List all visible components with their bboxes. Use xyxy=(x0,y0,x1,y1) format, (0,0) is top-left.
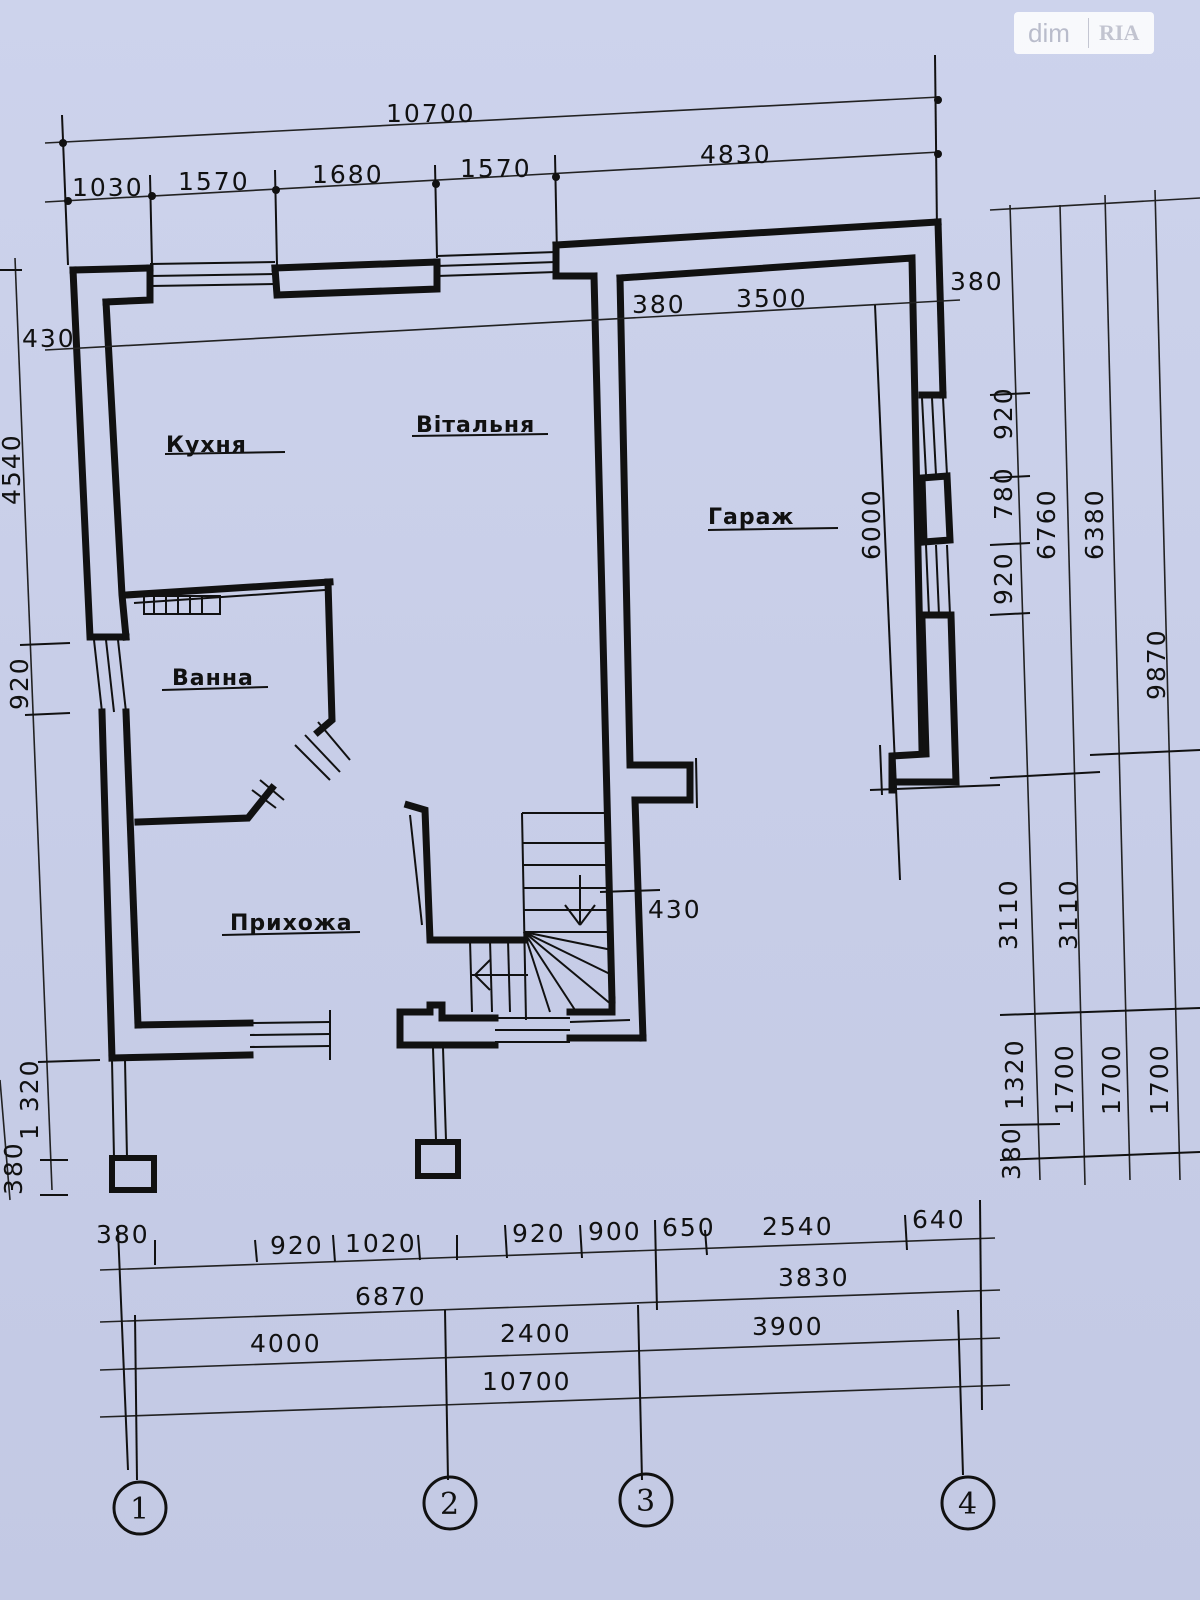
dim-garage-inner-width: 3500 xyxy=(736,284,808,313)
right-dimension-lines xyxy=(989,189,1200,1186)
dim-bottom-r3-c: 3900 xyxy=(752,1312,824,1341)
dim-top-seg5: 4830 xyxy=(700,140,772,169)
dim-right-col1-a: 3110 xyxy=(994,878,1023,950)
axis-label-4: 4 xyxy=(958,1487,977,1522)
dim-top-seg4: 1570 xyxy=(460,154,532,183)
dim-bottom-r2-b: 3830 xyxy=(778,1263,850,1292)
dim-right-col1-c: 1320 xyxy=(1000,1038,1029,1110)
watermark-separator xyxy=(1088,18,1089,48)
watermark-ria-text: RIA xyxy=(1099,20,1140,45)
dim-garage-depth: 6000 xyxy=(857,488,886,560)
dim-garage-wall-left: 380 xyxy=(632,290,686,319)
dim-bottom-r1-c: 1020 xyxy=(345,1229,417,1258)
left-dimension-lines xyxy=(0,257,101,1201)
dim-bottom-r1-e: 900 xyxy=(588,1217,642,1246)
dim-right-col3-c: 1700 xyxy=(1097,1043,1126,1115)
dim-right-total: 9870 xyxy=(1142,628,1171,700)
bottom-dimension-lines xyxy=(99,1199,1011,1481)
dim-bottom-r3-b: 2400 xyxy=(500,1319,572,1348)
dim-right-col4-c: 1700 xyxy=(1145,1043,1174,1115)
axis-label-2: 2 xyxy=(440,1487,459,1522)
dim-right-bottom: 380 xyxy=(997,1126,1026,1180)
dim-right-win-c: 920 xyxy=(989,551,1018,605)
dim-top-total: 10700 xyxy=(386,99,476,128)
dim-bottom-r1-b: 920 xyxy=(270,1231,324,1260)
dim-left-wall-bottom: 380 xyxy=(0,1141,28,1195)
dim-bottom-r1-a: 380 xyxy=(96,1220,150,1249)
bathroom-walls xyxy=(122,578,351,826)
dim-left-total: 4540 xyxy=(0,433,26,505)
dim-bottom-r1-f: 650 xyxy=(662,1213,716,1242)
dim-bottom-r1-h: 640 xyxy=(912,1205,966,1234)
dim-garage-wall-right: 380 xyxy=(950,267,1004,296)
dim-top-seg1: 1030 xyxy=(72,173,144,202)
dim-bottom-r1-g: 2540 xyxy=(762,1212,834,1241)
dim-right-sum-b: 6380 xyxy=(1080,488,1109,560)
axis-label-1: 1 xyxy=(130,1492,149,1527)
top-dimension-lines xyxy=(44,54,942,266)
dim-bottom-r2-a: 6870 xyxy=(355,1282,427,1311)
staircase xyxy=(109,800,661,1193)
house-walls xyxy=(44,218,1001,1062)
dim-top-seg3: 1680 xyxy=(312,160,384,189)
axis-label-3: 3 xyxy=(636,1484,655,1519)
dim-bottom-r3-a: 4000 xyxy=(250,1329,322,1358)
dim-left-seg: 1 320 xyxy=(15,1058,44,1140)
dim-right-col2-c: 1700 xyxy=(1050,1043,1079,1115)
room-label-garage: Гараж xyxy=(708,505,794,530)
dim-right-col1-b: 3110 xyxy=(1054,878,1083,950)
axis-bubbles xyxy=(112,1472,996,1536)
dim-right-sum-a: 6760 xyxy=(1032,488,1061,560)
dim-bottom-r1-d: 920 xyxy=(512,1219,566,1248)
dim-top-seg2: 1570 xyxy=(178,167,250,196)
watermark-dim-text: dim xyxy=(1028,17,1070,48)
dim-left-wall-top: 430 xyxy=(22,324,76,353)
dim-bottom-r4-total: 10700 xyxy=(482,1367,572,1396)
dim-left-window: 920 xyxy=(5,656,34,710)
watermark-logo: dim RIA xyxy=(1014,12,1154,54)
dim-right-win-b: 780 xyxy=(989,466,1018,520)
dim-right-win-a: 920 xyxy=(989,386,1018,440)
dim-stair-wall: 430 xyxy=(648,895,702,924)
